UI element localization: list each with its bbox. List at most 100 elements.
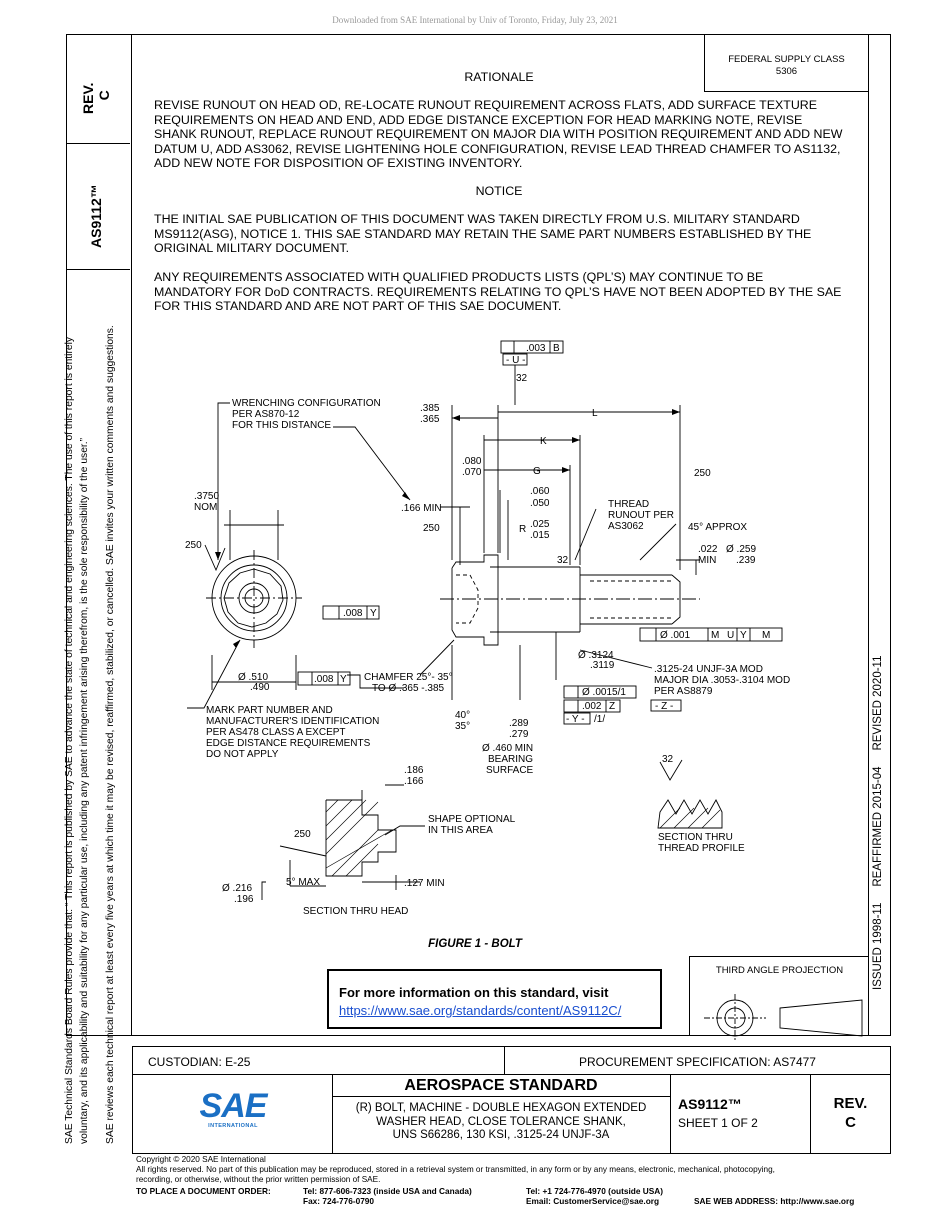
revision: REV. C — [810, 1094, 891, 1132]
label-bear-1: Ø .460 MIN — [482, 743, 533, 754]
end-view — [204, 510, 302, 690]
surface-250-b: 250 — [423, 523, 440, 534]
order-us: Tel: 877-606-7323 (inside USA and Canada… — [303, 1186, 472, 1206]
dim-025: .025 — [530, 519, 550, 530]
label-section-thread-1: SECTION THRU — [658, 832, 733, 843]
notice-para-2: ANY REQUIREMENTS ASSOCIATED WITH QUALIFI… — [154, 270, 842, 313]
notice-para-1: THE INITIAL SAE PUBLICATION OF THIS DOCU… — [154, 212, 812, 255]
fcf-008b-datum: Y — [340, 674, 347, 685]
rationale-heading: RATIONALE — [464, 70, 534, 84]
order-label: TO PLACE A DOCUMENT ORDER: — [136, 1186, 271, 1196]
copyright-block: Copyright © 2020 SAE International All r… — [136, 1155, 896, 1185]
label-chamfer-1: CHAMFER 25°- 35° — [364, 672, 453, 683]
info-title: For more information on this standard, v… — [339, 985, 609, 1000]
download-note: Downloaded from SAE International by Uni… — [332, 15, 618, 25]
label-bear-2: BEARING — [488, 754, 533, 765]
dim-166min: .166 MIN — [401, 503, 442, 514]
hatch-lines — [325, 799, 721, 877]
label-thread-2: RUNOUT PER — [608, 510, 674, 521]
dim-385: .385 — [420, 403, 440, 414]
dim-K: K — [540, 436, 547, 447]
label-thread-3: AS3062 — [608, 521, 644, 532]
leader-lines — [187, 402, 411, 709]
label-shape-1: SHAPE OPTIONAL — [428, 814, 516, 825]
procurement: PROCUREMENT SPECIFICATION: AS7477 — [579, 1055, 816, 1069]
dim-5max: 5° MAX — [286, 877, 320, 888]
angle-40: 40° — [455, 710, 470, 721]
section-thread — [657, 759, 723, 829]
federal-supply-value: 5306 — [775, 66, 798, 77]
surface-32-b: 32 — [557, 555, 569, 566]
left-column: REV. C AS9112™ — [66, 34, 132, 1036]
custodian: CUSTODIAN: E-25 — [148, 1055, 251, 1069]
label-chamfer-2: TO Ø .365 -.385 — [372, 683, 445, 694]
dim-279: .279 — [509, 729, 529, 740]
projection-label: THIRD ANGLE PROJECTION — [715, 965, 844, 976]
copyright: Copyright © 2020 SAE International — [136, 1155, 266, 1164]
document-description: (R) BOLT, MACHINE - DOUBLE HEXAGON EXTEN… — [332, 1102, 670, 1143]
title-row-top — [132, 1046, 891, 1074]
dim-nom: NOM — [194, 502, 217, 513]
label-mark-3: PER AS478 CLASS A EXCEPT — [206, 727, 346, 738]
fcf-pos-u: U — [727, 630, 734, 641]
desc-line-1: (R) BOLT, MACHINE - DOUBLE HEXAGON EXTEN… — [355, 1102, 647, 1114]
label-wrench-1: WRENCHING CONFIGURATION — [232, 398, 381, 409]
dim-3119: .3119 — [590, 660, 615, 671]
datum-y: - Y - — [566, 714, 585, 725]
fcf-0015: Ø .0015/1 — [582, 687, 626, 698]
dim-070: .070 — [462, 467, 482, 478]
dim-min: MIN — [698, 555, 716, 566]
sheet-number: SHEET 1 OF 2 — [678, 1116, 758, 1130]
right-column — [868, 34, 891, 1036]
desc-line-2: WASHER HEAD, CLOSE TOLERANCE SHANK, — [376, 1115, 626, 1128]
label-thrd-3: PER AS8879 — [654, 686, 713, 697]
email: Email: CustomerService@sae.org — [526, 1196, 660, 1206]
projection-symbols — [704, 994, 863, 1040]
federal-supply-box: FEDERAL SUPPLY CLASS 5306 — [704, 34, 868, 92]
dim-45approx: 45° APPROX — [688, 522, 747, 533]
datum-z: - Z - — [655, 701, 673, 712]
dim-060: .060 — [530, 486, 550, 497]
fax: Fax: 724-776-0790 — [303, 1196, 375, 1206]
rights-line-2: recording, or otherwise, without the pri… — [136, 1175, 381, 1184]
fcf-top-datum: B — [553, 343, 560, 354]
fcf-pos-m1: M — [711, 630, 719, 641]
dim-080: .080 — [462, 456, 482, 467]
title-block — [132, 1074, 891, 1154]
dim-3750: .3750 — [194, 491, 219, 502]
tel-us: Tel: 877-606-7323 (inside USA and Canada… — [303, 1186, 472, 1196]
title-row-divider — [504, 1046, 505, 1074]
title-divider-2 — [670, 1074, 671, 1154]
label-mark-2: MANUFACTURER'S IDENTIFICATION — [206, 716, 379, 727]
dim-015: .015 — [530, 530, 550, 541]
dim-365: .365 — [420, 414, 440, 425]
fcf-pos-m2: M — [762, 630, 770, 641]
web-address[interactable]: SAE WEB ADDRESS: http://www.sae.org — [694, 1196, 855, 1206]
rev-box: REV. C — [66, 34, 130, 144]
dim-289: .289 — [509, 718, 529, 729]
dim-510: Ø .510 — [238, 672, 268, 683]
fcf-008b-value: .008 — [314, 674, 334, 685]
label-shape-2: IN THIS AREA — [428, 825, 493, 836]
info-box: For more information on this standard, v… — [327, 969, 662, 1029]
label-thread-1: THREAD — [608, 499, 649, 510]
dim-022: .022 — [698, 544, 718, 555]
label-mark-5: DO NOT APPLY — [206, 749, 279, 760]
side-view — [419, 405, 700, 700]
rationale-text: REVISE RUNOUT ON HEAD OD, RE-LOCATE RUNO… — [154, 98, 843, 170]
label-wrench-3: FOR THIS DISTANCE — [232, 420, 331, 431]
title-divider-1 — [332, 1074, 333, 1154]
dim-259: Ø .259 — [726, 544, 756, 555]
dim-490: .490 — [250, 682, 270, 693]
dim-050: .050 — [530, 498, 550, 509]
sae-logo-mark: SAE — [199, 1087, 268, 1125]
fcf-pos-y: Y — [740, 630, 747, 641]
figure-caption: FIGURE 1 - BOLT — [428, 938, 522, 950]
dim-166: .166 — [404, 776, 424, 787]
docno-box: AS9112™ — [66, 144, 130, 270]
fcf-pos-value: Ø .001 — [660, 630, 690, 641]
info-link[interactable]: https://www.sae.org/standards/content/AS… — [339, 1003, 622, 1018]
revision-value: C — [845, 1114, 856, 1131]
dim-186: .186 — [404, 765, 424, 776]
dim-196: .196 — [234, 894, 254, 905]
